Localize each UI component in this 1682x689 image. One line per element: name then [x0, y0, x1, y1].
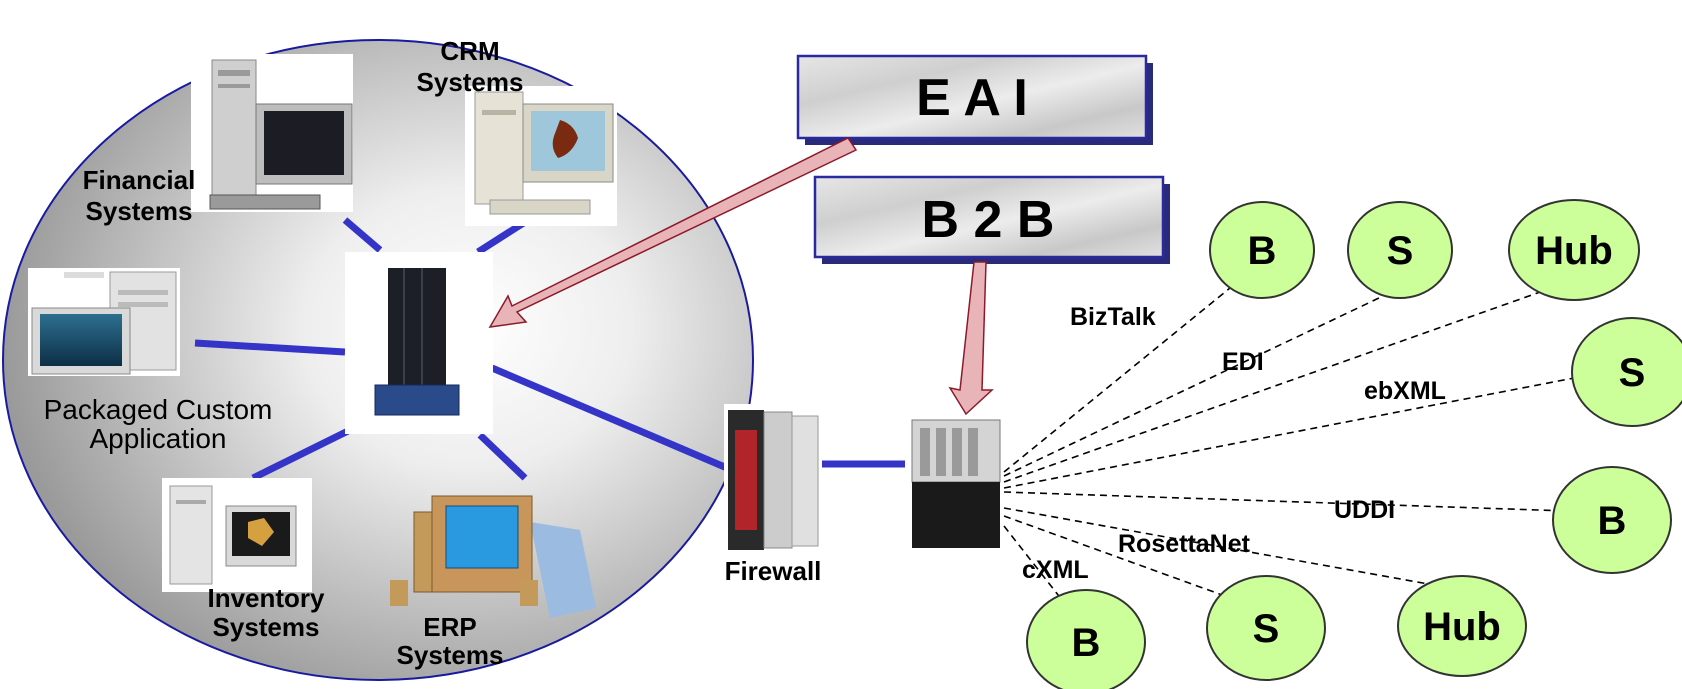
node-s-1-label: S [1387, 229, 1414, 273]
node-b-2-label: B [1598, 499, 1627, 543]
b2b-banner: B 2 B [813, 175, 1170, 264]
central-server-icon [345, 252, 493, 434]
node-hub-1-label: Hub [1535, 229, 1613, 273]
protocol-uddi: UDDI [1334, 496, 1395, 524]
b2b-banner-label: B 2 B [922, 191, 1055, 249]
erp-label-2: Systems [397, 640, 504, 670]
b2b-router-icon [908, 416, 1004, 552]
node-b-1-label: B [1248, 229, 1277, 273]
protocol-biztalk: BizTalk [1070, 303, 1156, 331]
inventory-label-2: Systems [213, 612, 320, 642]
partner-nodes [1026, 199, 1682, 689]
eai-arrow [488, 137, 858, 328]
node-s-3-label: S [1253, 607, 1280, 651]
node-hub-1 [1508, 199, 1640, 301]
eai-banner: E A I [796, 54, 1153, 145]
b2b-arrow [948, 261, 994, 416]
protocol-rosettanet: RosettaNet [1118, 530, 1251, 558]
financial-label-2: Systems [86, 196, 193, 226]
node-b-3-label: B [1072, 621, 1101, 665]
protocol-ebxml: ebXML [1364, 377, 1446, 405]
node-hub-2-label: Hub [1423, 605, 1501, 649]
node-b-3 [1026, 589, 1146, 689]
protocol-edi: EDI [1222, 348, 1264, 376]
financial-label-1: Financial [83, 165, 196, 195]
node-s-2-label: S [1619, 351, 1646, 395]
inventory-label-1: Inventory [207, 583, 325, 613]
node-s-3 [1206, 575, 1326, 681]
crm-label-2: Systems [417, 67, 524, 97]
packaged-label-1: Packaged Custom [44, 394, 273, 425]
node-s-1 [1347, 201, 1453, 299]
node-hub-2 [1397, 575, 1527, 677]
packaged-label-2: Application [90, 423, 227, 454]
crm-label-1: CRM [440, 36, 499, 66]
node-b-1 [1209, 201, 1315, 299]
enterprise-connectors [194, 217, 905, 482]
node-b-2 [1552, 466, 1672, 574]
firewall-label: Firewall [725, 556, 822, 586]
protocol-cxml: cXML [1022, 556, 1089, 584]
erp-computer-icon [390, 495, 596, 618]
erp-label-1: ERP [423, 612, 476, 642]
firewall-icon [724, 404, 822, 558]
financial-computer-icon [191, 54, 353, 212]
packaged-computer-icon [28, 268, 180, 376]
eai-banner-label: E A I [916, 69, 1028, 127]
crm-computer-icon [465, 86, 617, 226]
node-s-2 [1571, 317, 1682, 427]
inventory-computer-icon [162, 478, 312, 592]
protocol-lines [1003, 284, 1575, 601]
